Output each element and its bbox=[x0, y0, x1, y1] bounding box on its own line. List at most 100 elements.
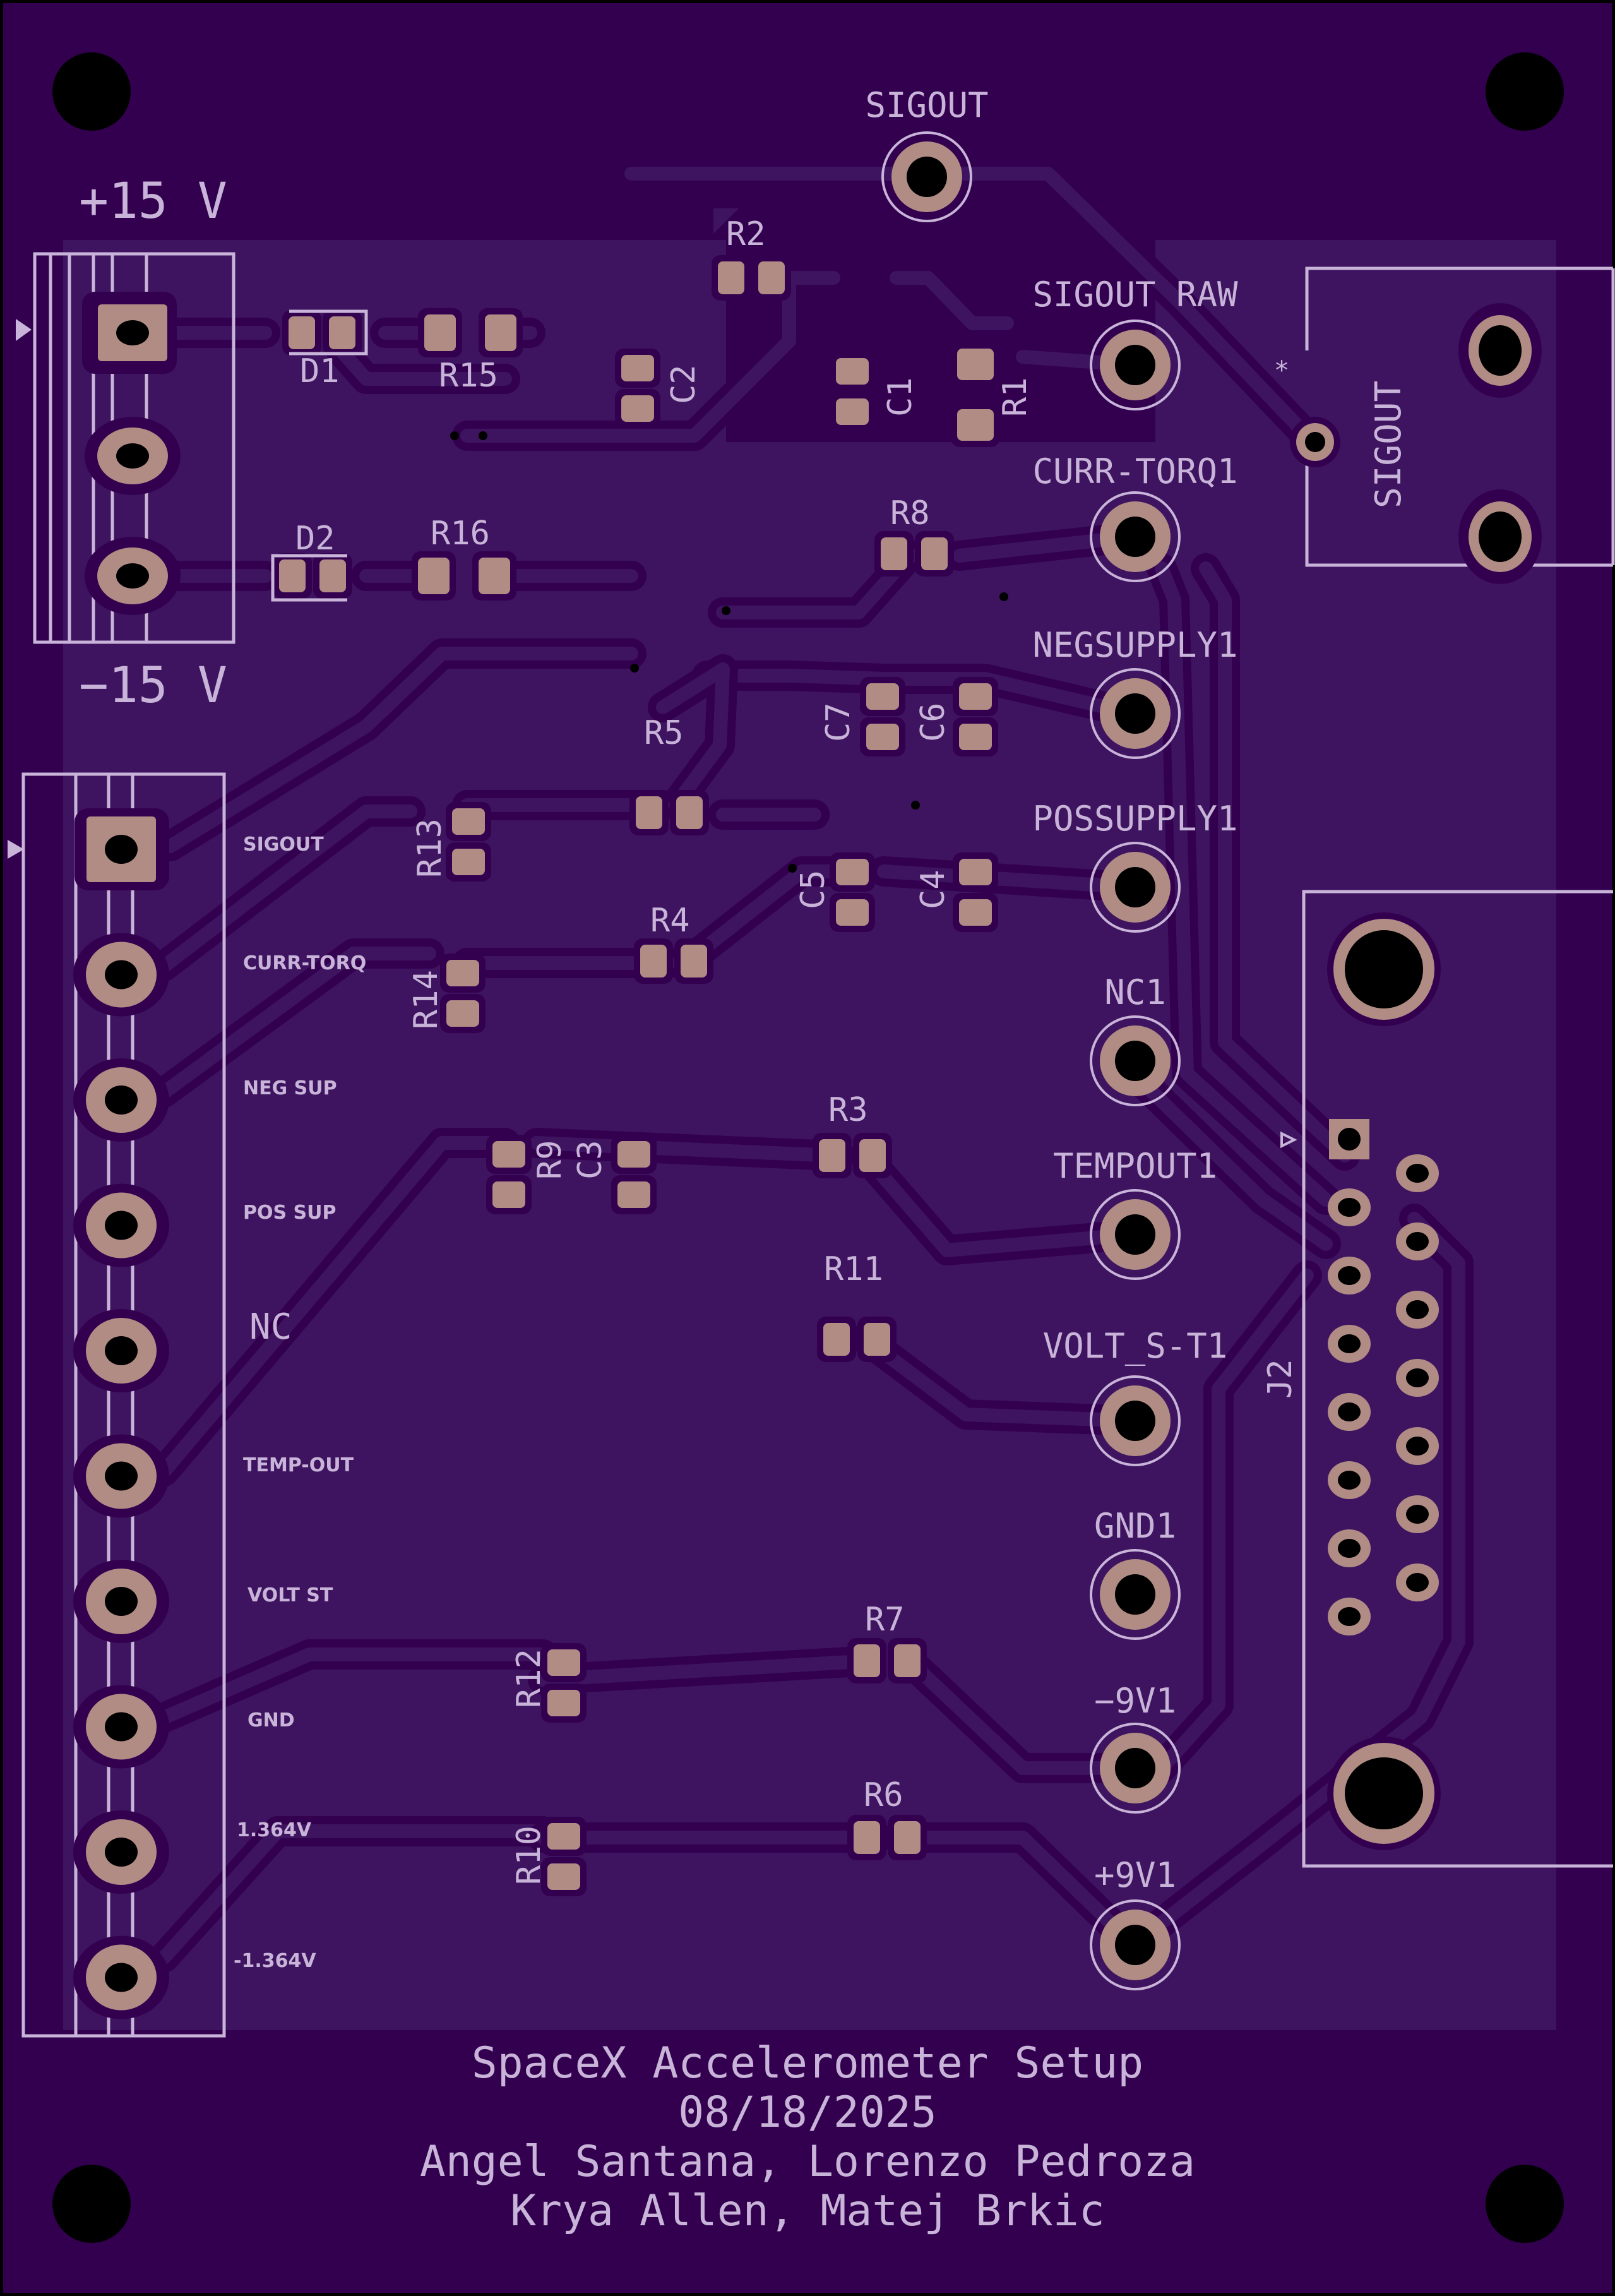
pad-r4 bbox=[640, 945, 667, 978]
test-point-drill bbox=[1115, 1041, 1155, 1081]
test-point-drill bbox=[1115, 345, 1155, 385]
pad-c6 bbox=[959, 724, 992, 750]
pin1-marker-icon bbox=[8, 840, 24, 859]
ref-c1: C1 bbox=[881, 377, 919, 417]
trace-copper bbox=[536, 1654, 878, 1687]
pin-label-1v364: 1.364V bbox=[237, 1819, 312, 1841]
pad-r2 bbox=[758, 261, 785, 294]
diode-outline-d1 bbox=[289, 309, 368, 356]
pad-r15 bbox=[424, 314, 456, 351]
trace-copper bbox=[858, 1332, 1140, 1428]
ref-r10: R10 bbox=[510, 1826, 548, 1885]
pad-r6 bbox=[894, 1821, 921, 1854]
test-point-ring bbox=[1090, 1189, 1181, 1280]
pad-r3 bbox=[819, 1139, 845, 1172]
trace-copper bbox=[157, 1136, 512, 1478]
pad-r2 bbox=[718, 261, 744, 294]
pad-r12 bbox=[547, 1649, 580, 1676]
tp-label-sigout-raw: SIGOUT RAW bbox=[1032, 275, 1238, 314]
trace-copper bbox=[1126, 1212, 1465, 1952]
pad-r7 bbox=[854, 1644, 880, 1677]
ref-d1: D1 bbox=[300, 352, 340, 390]
pin1-marker-icon bbox=[1280, 1131, 1297, 1149]
pad-c5 bbox=[836, 859, 869, 885]
pad-r16 bbox=[479, 558, 510, 594]
mounting-hole-bottom-right bbox=[1486, 2165, 1564, 2243]
pad-c3 bbox=[617, 1181, 650, 1208]
ref-r12: R12 bbox=[510, 1649, 548, 1708]
pad-r14 bbox=[446, 1000, 479, 1027]
pad-r3 bbox=[859, 1139, 886, 1172]
pad-r13 bbox=[452, 849, 485, 875]
tp-label-possupply1: POSSUPPLY1 bbox=[1032, 799, 1237, 839]
pin-label-pos-sup: POS SUP bbox=[243, 1202, 337, 1224]
tp-label-tempout1: TEMPOUT1 bbox=[1053, 1146, 1217, 1186]
test-point-ring bbox=[1090, 1723, 1181, 1814]
diode-outline-d2 bbox=[271, 554, 347, 602]
test-point-drill bbox=[1115, 1925, 1155, 1965]
ref-r15: R15 bbox=[439, 357, 498, 395]
test-point-ring bbox=[1090, 491, 1181, 582]
pin-label-curr-torq: CURR-TORQ bbox=[243, 952, 366, 974]
tp-label-curr-torq1: CURR-TORQ1 bbox=[1032, 451, 1237, 491]
pad-r8 bbox=[881, 537, 907, 570]
trace-copper bbox=[157, 947, 436, 1099]
tp-label-volt-s-t1: VOLT_S-T1 bbox=[1043, 1326, 1228, 1366]
trace-copper bbox=[902, 1654, 1140, 1775]
ref-r3: R3 bbox=[828, 1091, 868, 1129]
ref-c2: C2 bbox=[665, 364, 703, 404]
pad-c2 bbox=[621, 355, 654, 381]
ref-r2: R2 bbox=[726, 215, 766, 253]
trace-copper bbox=[460, 271, 840, 443]
smd-components bbox=[271, 255, 1000, 1896]
bnc-label: SIGOUT bbox=[1368, 381, 1409, 508]
ref-r13: R13 bbox=[411, 818, 449, 878]
title-line-project: SpaceX Accelerometer Setup bbox=[472, 2038, 1143, 2088]
dsub-connector-j2 bbox=[1280, 890, 1613, 1868]
pin-label-neg-sup: NEG SUP bbox=[243, 1077, 337, 1099]
pad-r14 bbox=[446, 960, 479, 986]
ref-r8: R8 bbox=[890, 494, 930, 532]
title-line-authors-2: Krya Allen, Matej Brkic bbox=[510, 2186, 1105, 2236]
pin-label-temp-out: TEMP-OUT bbox=[243, 1454, 354, 1476]
title-line-authors-1: Angel Santana, Lorenzo Pedroza bbox=[420, 2137, 1195, 2187]
trace-copper bbox=[902, 1831, 1140, 1952]
test-point-ring bbox=[1090, 1015, 1181, 1106]
minus-15v-label: −15 V bbox=[79, 657, 227, 714]
via bbox=[788, 864, 797, 873]
test-point-drill bbox=[907, 157, 947, 197]
pin-label-sigout: SIGOUT bbox=[243, 834, 324, 856]
test-point-ring bbox=[1090, 1549, 1181, 1640]
test-point-drill bbox=[1115, 517, 1155, 557]
ref-c4: C4 bbox=[914, 870, 952, 909]
pad-d1 bbox=[289, 316, 315, 349]
trace-copper bbox=[624, 167, 1314, 443]
trace-copper bbox=[1155, 561, 1333, 1207]
ref-r7: R7 bbox=[865, 1601, 905, 1639]
pad-c5 bbox=[836, 899, 869, 926]
title-block: SpaceX Accelerometer Setup 08/18/2025 An… bbox=[420, 2038, 1195, 2236]
title-line-date: 08/18/2025 bbox=[678, 2088, 936, 2138]
tp-label-minus9v1: −9V1 bbox=[1094, 1681, 1176, 1721]
pin-label-nc: NC bbox=[249, 1306, 292, 1348]
trace-copper bbox=[157, 1824, 550, 1964]
pad-r16 bbox=[418, 558, 450, 594]
pad-c4 bbox=[959, 899, 992, 926]
trace-copper bbox=[530, 1136, 840, 1163]
trace-copper bbox=[157, 1647, 550, 1725]
pin1-marker-icon bbox=[16, 319, 32, 341]
pad-r9 bbox=[492, 1181, 525, 1208]
trace-copper bbox=[858, 1149, 1140, 1257]
signal-connector-labels: SIGOUT CURR-TORQ NEG SUP POS SUP NC TEMP… bbox=[234, 834, 366, 1972]
via bbox=[999, 592, 1008, 601]
test-point-ring bbox=[1090, 842, 1181, 933]
pin-label-volt-st: VOLT ST bbox=[247, 1584, 333, 1606]
pin-label-minus-1v364: -1.364V bbox=[234, 1950, 316, 1972]
bnc-pin1-marker: * bbox=[1274, 356, 1289, 385]
pad-r9 bbox=[492, 1141, 525, 1168]
dsub-ref-j2: J2 bbox=[1261, 1359, 1299, 1399]
ref-r4: R4 bbox=[650, 902, 690, 940]
trace-copper bbox=[164, 647, 638, 853]
mounting-hole-bottom-left bbox=[52, 2165, 131, 2243]
pad-c1 bbox=[836, 358, 869, 385]
